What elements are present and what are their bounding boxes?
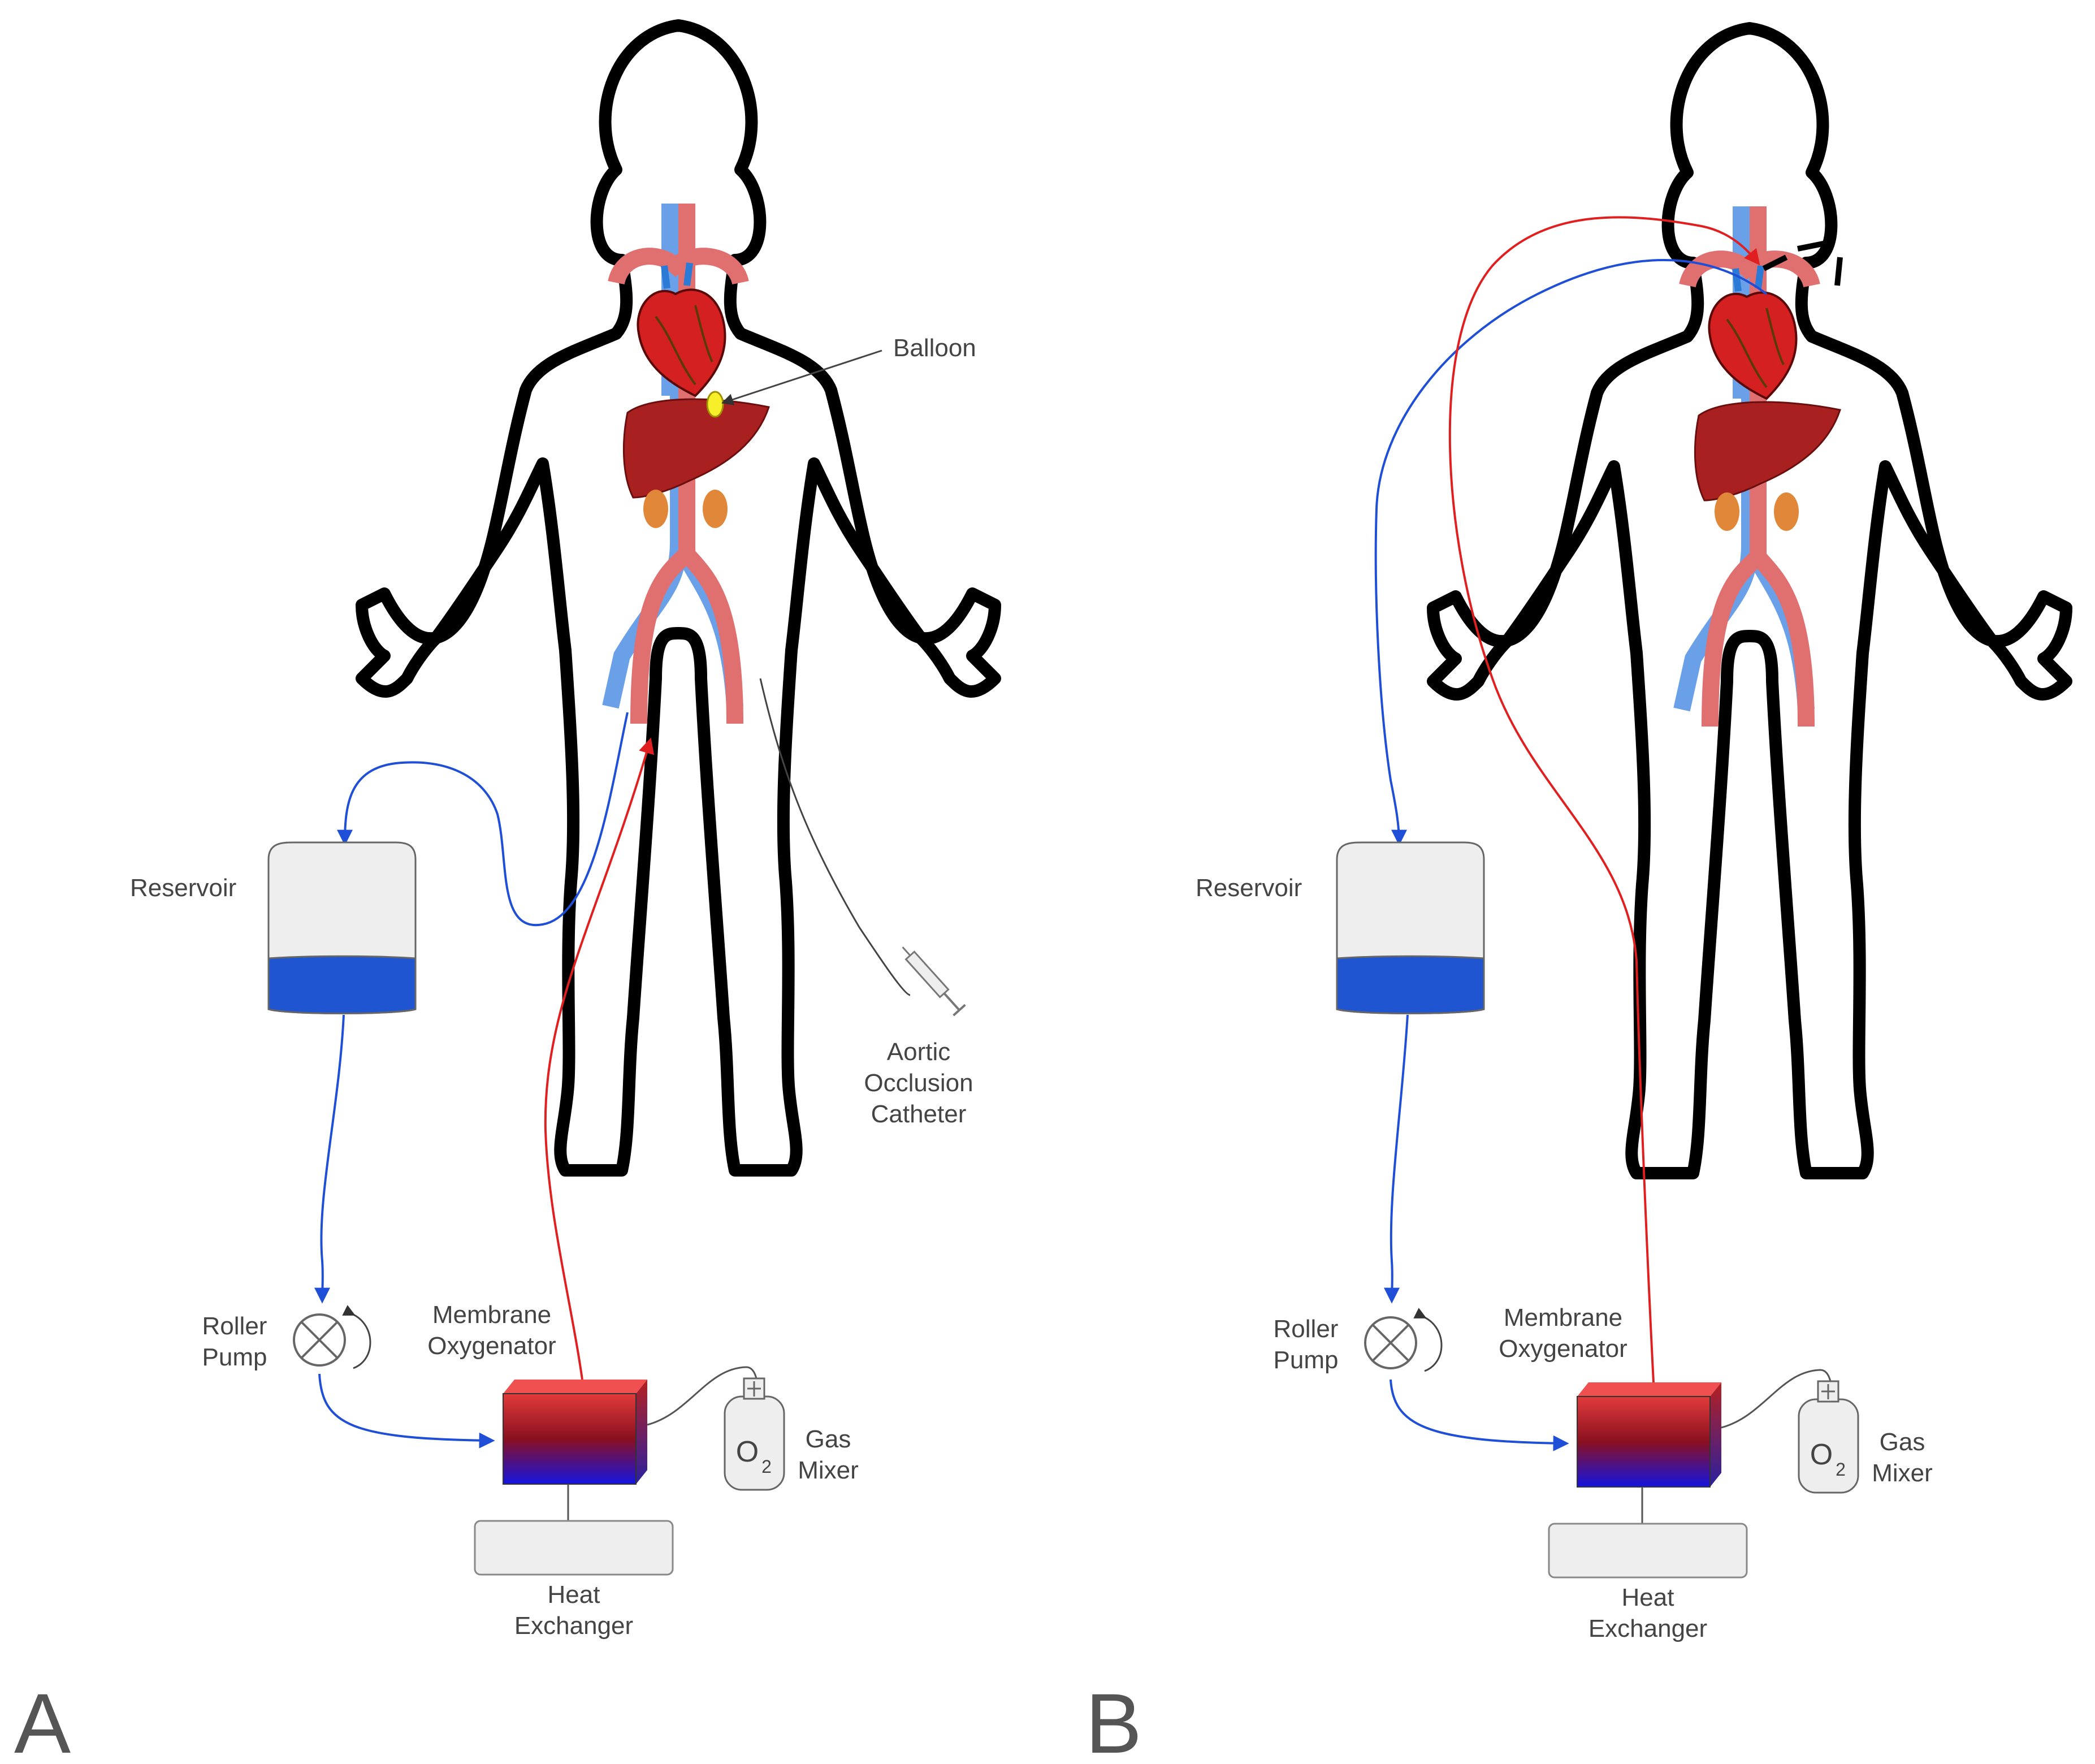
catheter-label-3: Catheter — [871, 1100, 967, 1128]
heat-exchanger-icon — [1548, 1523, 1748, 1579]
roller-pump-icon — [1364, 1308, 1443, 1372]
cannula-marks-icon — [1762, 240, 1843, 286]
heat-exchanger-label-1: Heat — [548, 1581, 600, 1609]
heat-exchanger-label-2: Exchanger — [514, 1612, 633, 1640]
roller-pump-label-1: Roller — [202, 1312, 267, 1340]
balloon-label: Balloon — [893, 334, 976, 362]
o2-label: O — [1810, 1438, 1833, 1471]
reservoir-icon — [1336, 841, 1485, 1014]
panel-a: Balloon Aortic Occlusion Catheter Reserv… — [14, 25, 995, 1764]
oxygenator-label-1: Membrane — [432, 1301, 551, 1329]
oxygen-cylinder-icon — [724, 1377, 785, 1491]
heat-exchanger-icon — [474, 1520, 674, 1576]
reservoir-to-pump-line — [314, 1014, 345, 1304]
panel-a-letter: A — [14, 1676, 71, 1764]
heat-exchanger-label-2: Exchanger — [1588, 1615, 1707, 1642]
gas-mixer-label-2: Mixer — [1872, 1459, 1933, 1487]
roller-pump-label-1: Roller — [1274, 1315, 1339, 1343]
o2-label: O — [736, 1436, 759, 1468]
venous-drainage-line — [1374, 259, 1768, 846]
arterial-return-line — [1448, 216, 1760, 1383]
gas-line — [1721, 1369, 1833, 1429]
pump-to-oxygenator-line — [1390, 1379, 1569, 1451]
roller-pump-label-2: Pump — [202, 1343, 267, 1371]
reservoir-icon — [267, 841, 417, 1014]
membrane-oxygenator-icon — [1577, 1382, 1721, 1488]
reservoir-label: Reservoir — [130, 874, 236, 902]
membrane-oxygenator-icon — [503, 1380, 647, 1485]
venous-drainage-line — [337, 712, 629, 927]
o2-subscript: 2 — [1836, 1459, 1846, 1480]
pump-to-oxygenator-line — [318, 1373, 495, 1449]
oxygenator-label-2: Oxygenator — [1499, 1335, 1627, 1363]
oxygen-cylinder-icon — [1798, 1380, 1859, 1494]
gas-mixer-label-2: Mixer — [798, 1456, 859, 1484]
reservoir-label: Reservoir — [1196, 874, 1302, 902]
panel-a-body — [362, 25, 995, 1170]
oxygenator-label-1: Membrane — [1504, 1304, 1622, 1331]
catheter-label-1: Aortic — [887, 1038, 950, 1066]
panel-b-body — [1433, 28, 2066, 1173]
o2-subscript: 2 — [761, 1456, 772, 1477]
catheter-wire — [759, 678, 911, 996]
gas-mixer-label-1: Gas — [1880, 1428, 1925, 1456]
balloon-icon — [706, 391, 724, 418]
heat-exchanger-label-1: Heat — [1622, 1584, 1674, 1611]
catheter-label-2: Occlusion — [864, 1069, 973, 1097]
roller-pump-label-2: Pump — [1274, 1346, 1339, 1374]
reservoir-to-pump-line — [1384, 1014, 1409, 1304]
arterial-return-line — [544, 737, 655, 1380]
oxygenator-label-2: Oxygenator — [427, 1332, 556, 1360]
roller-pump-icon — [293, 1305, 371, 1369]
syringe-icon — [902, 946, 966, 1017]
panel-b: Reservoir Roller Pump Membrane Oxygenato… — [1085, 28, 2066, 1764]
gas-line — [647, 1366, 759, 1426]
panel-b-letter: B — [1085, 1676, 1142, 1764]
gas-mixer-label-1: Gas — [806, 1425, 851, 1453]
